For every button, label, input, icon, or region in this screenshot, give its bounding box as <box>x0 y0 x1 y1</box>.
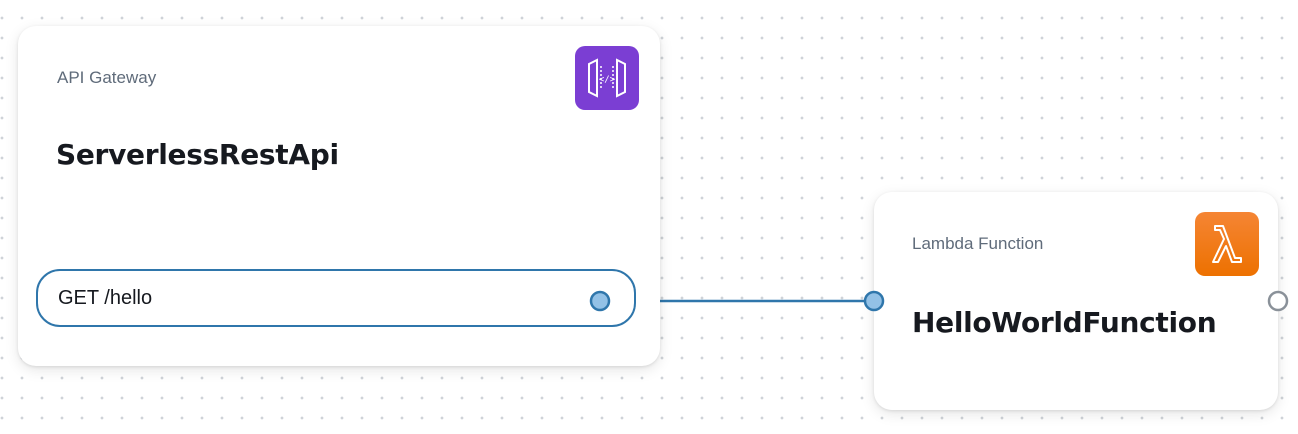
route-get-hello[interactable]: GET /hello <box>36 269 636 327</box>
node-name: HelloWorldFunction <box>912 306 1217 339</box>
route-label: GET /hello <box>58 287 153 309</box>
api-gateway-icon-glyph: </> <box>588 58 626 98</box>
lambda-icon <box>1195 212 1259 276</box>
node-type-label: API Gateway <box>57 68 157 87</box>
node-name: ServerlessRestApi <box>56 138 339 171</box>
svg-text:</>: </> <box>599 75 616 85</box>
api-gateway-node[interactable]: API Gateway ServerlessRestApi </> GET /h… <box>18 26 660 366</box>
api-gateway-icon: </> <box>575 46 639 110</box>
lambda-function-node[interactable]: Lambda Function HelloWorldFunction <box>874 192 1278 410</box>
node-type-label: Lambda Function <box>912 234 1044 253</box>
lambda-icon-glyph <box>1212 225 1242 263</box>
